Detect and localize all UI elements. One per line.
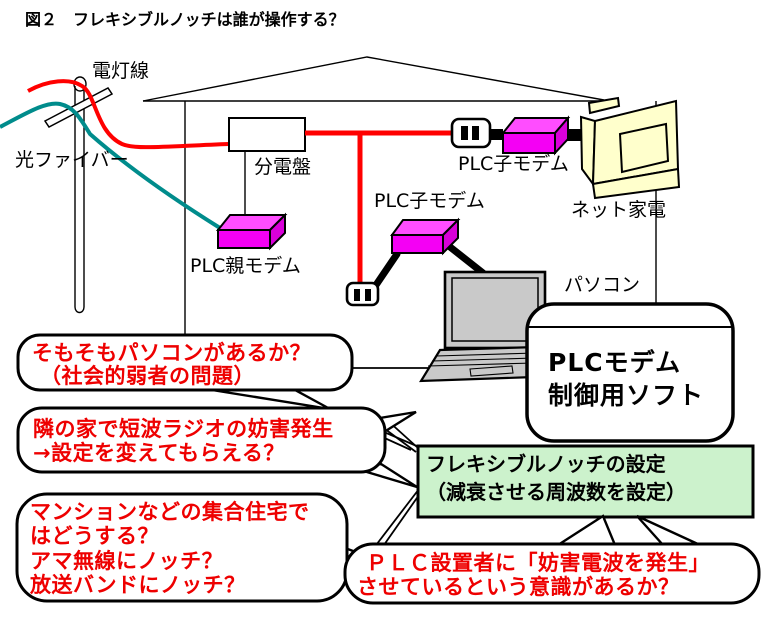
- roof-slopes: [142, 56, 605, 102]
- bubble1-tail: [211, 388, 331, 411]
- fiber-label: 光ファイバー: [15, 149, 129, 171]
- power-line-curve: [27, 79, 230, 150]
- outlet-slot: [365, 289, 371, 301]
- notch-box: フレキシブルノッチの設定 （減衰させる周波数を設定）: [416, 444, 755, 519]
- fiber-line: [0, 101, 222, 230]
- speech-bubble-neighbor: 隣の家で短波ラジオの妨害発生 →設定を変えてもらえる？: [16, 406, 387, 474]
- plc-child-modem-top: [500, 115, 571, 156]
- speech-bubble-awareness: ＰＬＣ設置者に「妨害電波を発生」 させているという意識があるか？: [343, 542, 761, 605]
- bubble4-line1: ＰＬＣ設置者に「妨害電波を発生」: [366, 551, 710, 575]
- bubble4-line2: させているという意識があるか？: [357, 575, 680, 599]
- bubble2-line1: 隣の家で短波ラジオの妨害発生: [33, 417, 334, 441]
- outlet-slot: [354, 289, 360, 301]
- bubble3-line2: はどうする？: [30, 524, 159, 548]
- tv-screen: [618, 122, 670, 174]
- net-appliance-tv: [579, 96, 681, 200]
- software-box: PLCモデム 制御用ソフト: [525, 302, 735, 443]
- child-modem-mid-label: PLC子モデム: [374, 190, 485, 212]
- parent-modem-label: PLC親モデム: [190, 255, 301, 277]
- utility-pole: [43, 76, 114, 314]
- software-box-line2: 制御用ソフト: [548, 381, 704, 410]
- net-appliance-label: ネット家電: [571, 199, 666, 221]
- wall-outlet-mid: [345, 281, 380, 307]
- power-line-label: 電灯線: [92, 60, 149, 82]
- tv-plug: [567, 129, 582, 141]
- software-box-line1: PLCモデム: [548, 348, 681, 377]
- bubble3-line1: マンションなどの集合住宅で: [30, 500, 310, 524]
- modem-laptop-cord: [441, 239, 487, 277]
- outlet-slot: [472, 126, 479, 140]
- notch-box-line1: フレキシブルノッチの設定: [426, 452, 666, 476]
- bubble2-line2: →設定を変えてもらえる？: [33, 441, 285, 465]
- bubble4-tail-left: [553, 514, 617, 547]
- outlet-slot: [461, 126, 468, 140]
- laptop-touchpad: [469, 365, 514, 377]
- bubble1-line2: （社会的弱者の問題）: [40, 364, 255, 388]
- plc-child-modem-mid: [390, 217, 461, 256]
- modem-plug: [489, 129, 503, 140]
- pole-crossarm: [43, 87, 114, 128]
- plc-parent-modem: [215, 212, 288, 251]
- distribution-board-label: 分電盤: [254, 156, 311, 178]
- outlet-modem-cord: [370, 250, 401, 292]
- child-modem-top-label: PLC子モデム: [458, 153, 569, 175]
- pc-label: パソコン: [564, 274, 640, 296]
- speech-bubble-pc-exists: そもそもパソコンがあるか？ （社会的弱者の問題）: [16, 333, 354, 392]
- bubble4-tail-right: [636, 514, 701, 547]
- bubble1-line1: そもそもパソコンがあるか？: [32, 341, 311, 365]
- bubble3-line3: アマ無線にノッチ？: [30, 549, 223, 573]
- bubble3-line4: 放送バンドにノッチ？: [29, 573, 246, 597]
- speech-bubble-apartment: マンションなどの集合住宅で はどうする？ アマ無線にノッチ？ 放送バンドにノッチ…: [15, 492, 349, 603]
- notch-box-line2: （減衰させる周波数を設定）: [426, 480, 686, 504]
- distribution-board-box: [228, 117, 306, 152]
- wall-outlet-top: [450, 117, 492, 149]
- figure-title: 図２ フレキシブルノッチは誰が操作する？: [25, 10, 345, 29]
